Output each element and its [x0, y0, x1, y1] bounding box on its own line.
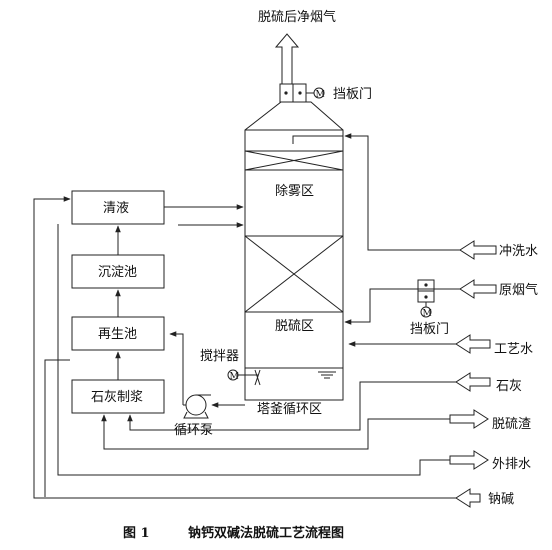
sodium-alkali-label: 钠碱	[488, 492, 514, 507]
flush-water-label: 冲洗水	[499, 244, 538, 259]
sodium-alkali-arrow	[455, 488, 481, 508]
sump-label: 塔釜循环区	[257, 402, 322, 417]
flush-water-arrow	[459, 240, 497, 260]
clear-liquid-label: 清液	[103, 201, 129, 216]
lime-label: 石灰	[496, 379, 522, 394]
process-water-arrow	[455, 334, 491, 354]
svg-text:M: M	[230, 372, 239, 382]
outlet-label: 脱硫后净烟气	[258, 9, 336, 25]
external-water-arrow	[449, 450, 489, 470]
caption-title: 钠钙双碱法脱硫工艺流程图	[188, 525, 344, 541]
lime-arrow	[455, 372, 491, 392]
desulf-residue-label: 脱硫渣	[492, 417, 531, 432]
side-damper-motor-icon	[420, 306, 432, 318]
lime-slurry-label: 石灰制浆	[91, 390, 143, 405]
mist-zone-label: 除雾区	[275, 184, 314, 199]
lime-slurry-box	[71, 379, 165, 414]
clear-liquid-box	[71, 190, 165, 225]
side-damper-label: 挡板门	[410, 322, 449, 337]
desulf-residue-arrow	[449, 409, 489, 429]
desulf-zone-label: 脱硫区	[275, 319, 314, 334]
regeneration-tank-label: 再生池	[98, 327, 137, 342]
top-damper-label: 挡板门	[333, 87, 372, 102]
outlet-arrow	[274, 33, 300, 85]
external-water-label: 外排水	[492, 457, 531, 472]
svg-text:M: M	[423, 309, 432, 319]
raw-flue-gas-label: 原烟气	[499, 282, 538, 298]
raw-flue-gas-arrow	[459, 279, 497, 299]
regeneration-tank-box	[71, 316, 165, 351]
caption-number: 图 1	[123, 526, 150, 541]
svg-text:M: M	[316, 90, 325, 100]
agitator-label: 搅拌器	[200, 348, 239, 364]
settling-tank-label: 沉淀池	[98, 265, 137, 280]
motor-icon	[313, 87, 325, 99]
pump-icon	[185, 394, 207, 416]
process-water-label: 工艺水	[494, 342, 533, 357]
